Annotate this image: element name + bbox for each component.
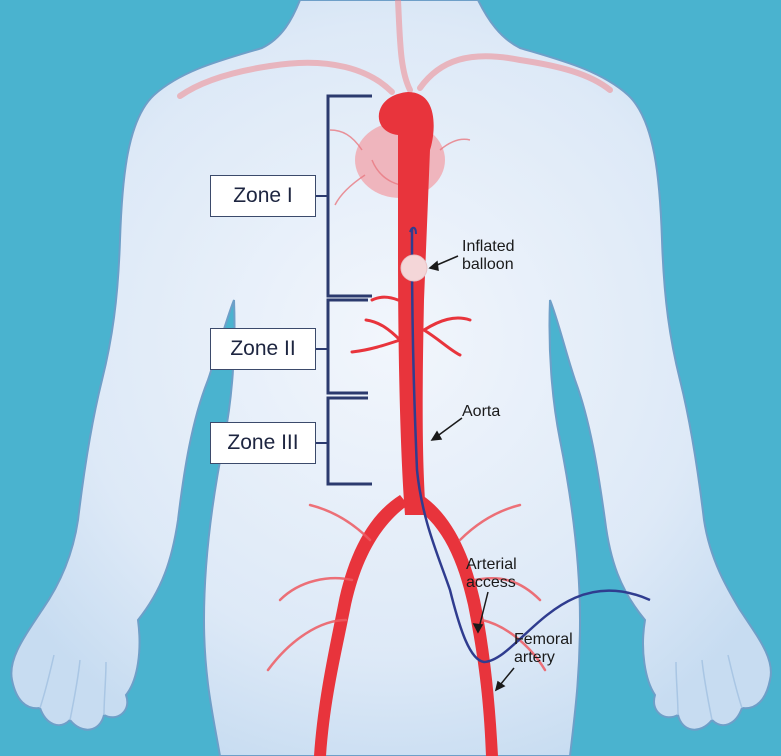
balloon-callout: Inflated balloon	[462, 238, 514, 274]
zone-i-label: Zone I	[210, 175, 316, 217]
zone-iii-text: Zone III	[227, 431, 298, 455]
zone-ii-label: Zone II	[210, 328, 316, 370]
femoral-callout-line-1: Femoral	[514, 631, 573, 649]
aorta-callout-line-1: Aorta	[462, 403, 500, 421]
femoral-callout-line-2: artery	[514, 649, 573, 667]
inflated-balloon	[401, 255, 427, 281]
zone-ii-text: Zone II	[230, 337, 295, 361]
balloon-callout-line-1: Inflated	[462, 238, 514, 256]
access-callout-line-1: Arterial	[466, 556, 517, 574]
access-callout: Arterial access	[466, 556, 517, 592]
aorta-callout: Aorta	[462, 403, 500, 421]
balloon-callout-line-2: balloon	[462, 256, 514, 274]
access-callout-line-2: access	[466, 574, 517, 592]
femoral-callout: Femoral artery	[514, 631, 573, 667]
zone-i-text: Zone I	[233, 184, 293, 208]
zone-iii-label: Zone III	[210, 422, 316, 464]
